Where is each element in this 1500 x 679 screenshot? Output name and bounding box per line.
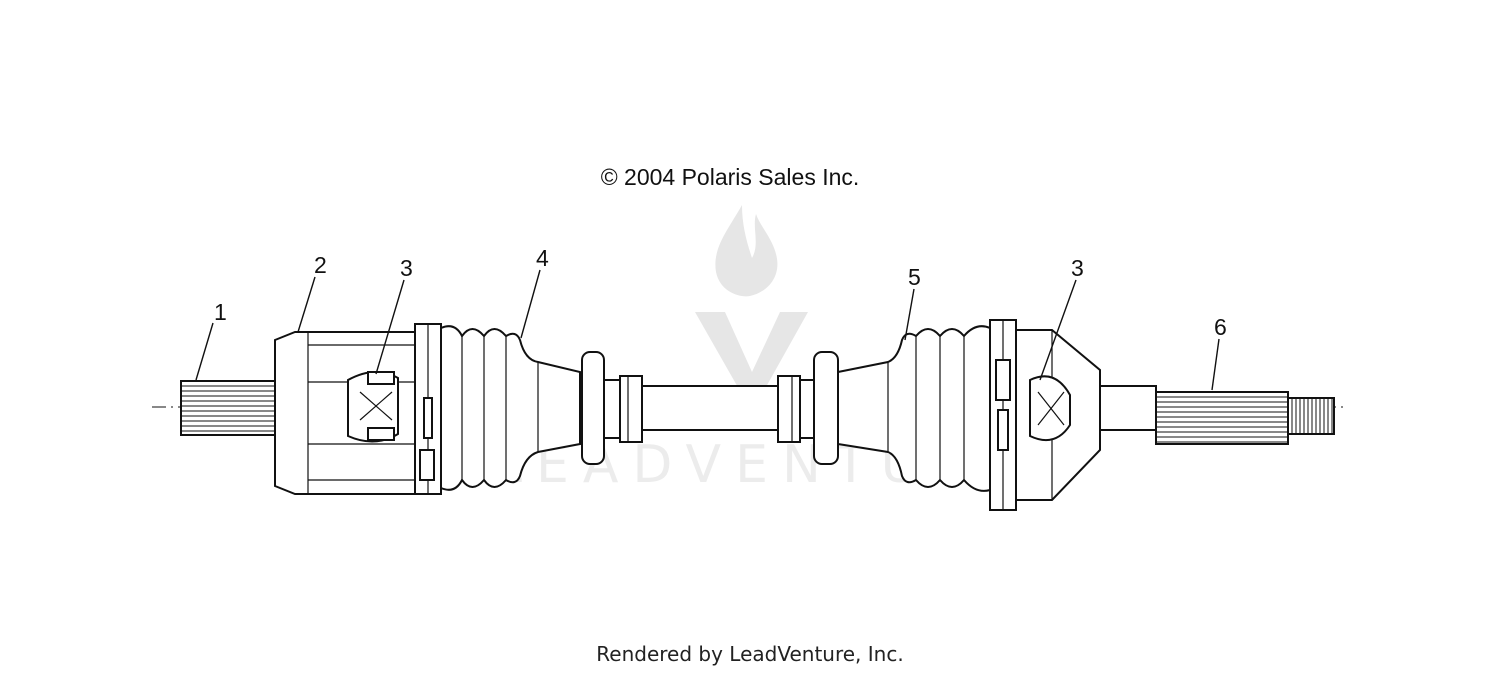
callout-6: 6 bbox=[1214, 314, 1227, 340]
rendered-by-text: Rendered by LeadVenture, Inc. bbox=[596, 642, 904, 666]
callout-3-right: 3 bbox=[1071, 255, 1084, 281]
inner-boot bbox=[440, 325, 643, 491]
outer-boot bbox=[777, 325, 991, 492]
outer-stub-shaft bbox=[1099, 385, 1335, 445]
callout-leaders bbox=[195, 269, 1220, 391]
callout-1: 1 bbox=[214, 299, 227, 325]
callout-2: 2 bbox=[314, 252, 327, 278]
callout-5: 5 bbox=[908, 264, 921, 290]
inner-boot-clamp bbox=[414, 323, 442, 495]
inner-spline-stub bbox=[180, 380, 276, 436]
copyright-text: © 2004 Polaris Sales Inc. bbox=[600, 164, 860, 190]
center-shaft bbox=[641, 385, 779, 431]
flame-v-logo-icon bbox=[695, 205, 808, 412]
outer-cv-joint bbox=[1015, 329, 1101, 501]
callout-4: 4 bbox=[536, 245, 549, 271]
callout-3-left: 3 bbox=[400, 255, 413, 281]
outer-boot-clamp bbox=[989, 319, 1017, 511]
inner-cv-housing bbox=[274, 331, 416, 495]
